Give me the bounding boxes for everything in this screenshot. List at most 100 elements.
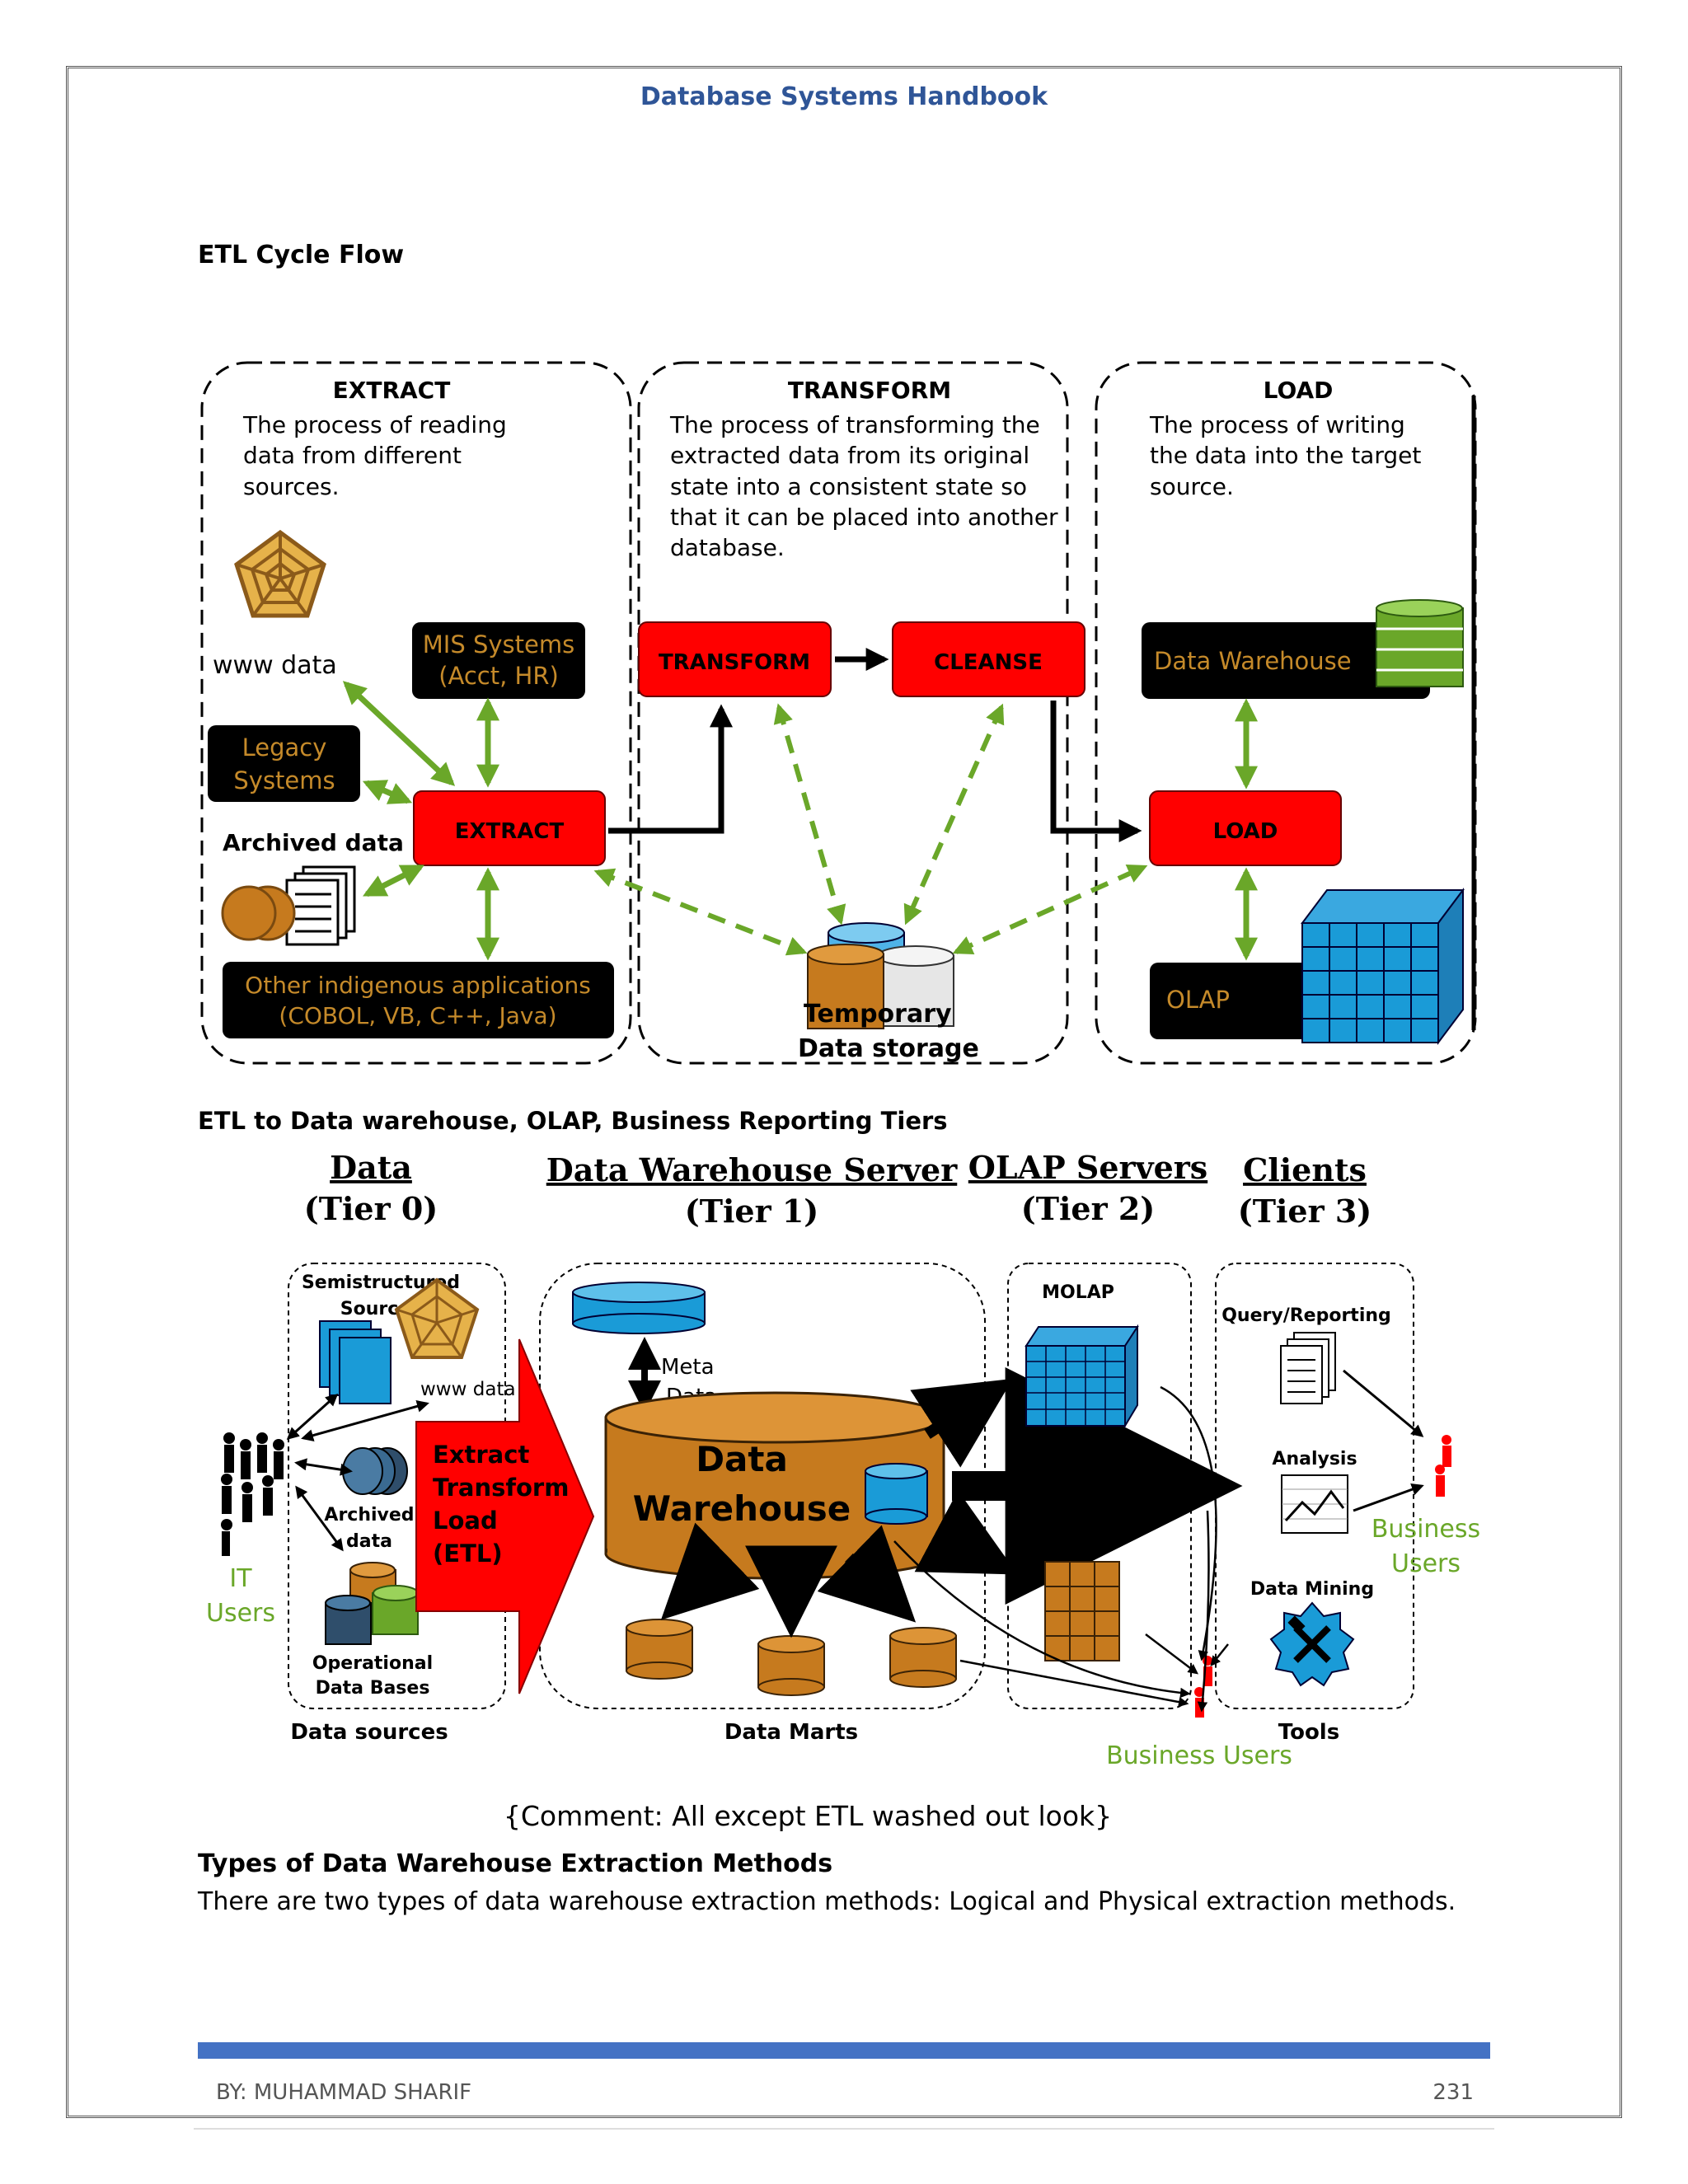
transform-desc-5: database. [670, 534, 785, 561]
business-users-right-icon [1435, 1435, 1451, 1497]
extract-box [413, 790, 606, 866]
tier3-subtitle: (Tier 3) [1238, 1193, 1372, 1230]
load-title: LOAD [1264, 377, 1334, 404]
footer-rule [194, 2128, 1494, 2130]
transform-title: TRANSFORM [788, 377, 951, 404]
etl-label-1: Extract [433, 1441, 529, 1469]
tools-label: Tools [1278, 1720, 1339, 1745]
tiers-diagram: Data (Tier 0) Data Warehouse Server (Tie… [206, 1149, 1480, 1770]
data-warehouse-cylinder [604, 1391, 945, 1580]
load-desc-3: source. [1150, 473, 1234, 500]
tier3-title: Clients [1243, 1151, 1367, 1188]
other-apps-label-1: Other indigenous applications [245, 972, 591, 999]
meta-data-label-1: Meta [661, 1355, 715, 1380]
documents-icon [319, 1320, 392, 1404]
dw-label-2: Warehouse [633, 1488, 851, 1529]
archived-tiers-label-2: data [346, 1531, 392, 1552]
tier2-title: OLAP Servers [968, 1149, 1207, 1186]
tier0-subtitle: (Tier 0) [304, 1190, 438, 1227]
transform-desc-4: that it can be placed into another [670, 504, 1058, 531]
analysis-label: Analysis [1272, 1449, 1357, 1469]
etl-label-2: Transform [433, 1474, 569, 1502]
spider-web-icon-tiers [394, 1277, 480, 1359]
data-sources-label: Data sources [290, 1720, 448, 1745]
it-users-people-icon [221, 1432, 284, 1556]
etl-arrow [415, 1338, 595, 1694]
page-number: 231 [1432, 2080, 1474, 2105]
tier1-subtitle: (Tier 1) [685, 1193, 819, 1230]
business-users-right-label-2: Users [1391, 1549, 1461, 1578]
archived-data-label: Archived data [223, 829, 404, 856]
footer-bar [198, 2042, 1490, 2059]
data-warehouse-box [1142, 622, 1430, 699]
cleanse-box-label: CLEANSE [934, 650, 1043, 675]
transform-box-label: TRANSFORM [659, 650, 810, 675]
molap-label: MOLAP [1042, 1282, 1114, 1303]
mis-systems-label-1: MIS Systems [423, 630, 574, 658]
legacy-systems-box [208, 725, 360, 802]
other-apps-box [223, 962, 614, 1038]
it-users-label-2: Users [206, 1599, 275, 1628]
load-desc-2: the data into the target [1150, 442, 1421, 469]
operational-db-icon [325, 1562, 419, 1645]
tier1-title: Data Warehouse Server [546, 1151, 958, 1188]
rolap-label: ROLAP [1046, 1534, 1114, 1554]
extract-box-label: EXTRACT [455, 819, 565, 844]
rolap-grid-icon [1044, 1561, 1120, 1661]
temp-storage-label-1: Temporary [804, 1000, 952, 1029]
archived-tiers-label-1: Archived [324, 1505, 414, 1526]
it-users-label-1: IT [229, 1564, 252, 1593]
page-header-title: Database Systems Handbook [640, 82, 1048, 111]
www-data-tiers-label: www data [420, 1379, 516, 1400]
archived-documents-icon [221, 865, 356, 946]
data-mining-tools-icon [1269, 1601, 1355, 1687]
extract-panel [200, 361, 632, 1065]
data-marts-icons [626, 1619, 957, 1696]
tiers-heading: ETL to Data warehouse, OLAP, Business Re… [198, 1107, 948, 1135]
cleanse-box [892, 621, 1085, 697]
data-marts-label: Data Marts [724, 1720, 858, 1745]
tier2-subtitle: (Tier 2) [1021, 1190, 1156, 1227]
temp-storage-label-2: Data storage [798, 1034, 979, 1063]
extract-desc-2: data from different [243, 442, 462, 469]
transform-desc-3: state into a consistent state so [670, 473, 1027, 500]
extract-title: EXTRACT [333, 377, 451, 404]
etl-label-3: Load [433, 1507, 498, 1535]
transform-desc-2: extracted data from its original [670, 442, 1029, 469]
report-pages-icon [1280, 1332, 1336, 1404]
olap-label: OLAP [1166, 986, 1230, 1014]
etl-label-4: (ETL) [433, 1540, 503, 1568]
etl-cycle-diagram: EXTRACT The process of reading data from… [200, 361, 1477, 1065]
legacy-systems-label-1: Legacy [242, 733, 327, 762]
business-users-bottom-label: Business Users [1106, 1741, 1292, 1770]
transform-panel [637, 361, 1069, 1065]
load-box [1149, 790, 1342, 866]
operational-label-2: Data Bases [316, 1678, 430, 1699]
load-desc-1: The process of writing [1149, 411, 1405, 438]
operational-label-1: Operational [312, 1653, 433, 1674]
tier0-title: Data [330, 1149, 412, 1186]
legacy-systems-label-2: Systems [233, 766, 335, 794]
extract-desc-3: sources. [243, 473, 339, 500]
database-stack-icon [1376, 599, 1464, 687]
dw-label-1: Data [696, 1439, 788, 1479]
archived-disks-icon [342, 1447, 408, 1495]
spider-web-icon [234, 529, 326, 618]
extraction-methods-heading: Types of Data Warehouse Extraction Metho… [198, 1849, 833, 1878]
query-reporting-label: Query/Reporting [1221, 1305, 1391, 1326]
business-users-right-label-1: Business [1372, 1515, 1480, 1544]
data-mining-label: Data Mining [1250, 1579, 1374, 1600]
www-data-label: www data [213, 651, 337, 680]
olap-cube-icon [1301, 888, 1465, 1045]
other-apps-label-2: (COBOL, VB, C++, Java) [279, 1002, 556, 1029]
comment-text: {Comment: All except ETL washed out look… [503, 1800, 1113, 1832]
load-box-label: LOAD [1213, 819, 1278, 844]
mis-systems-label-2: (Acct, HR) [438, 662, 559, 690]
meta-data-disk-icon [572, 1282, 706, 1334]
transform-box [638, 621, 832, 697]
molap-cube-icon [1025, 1324, 1139, 1429]
extract-desc-1: The process of reading [242, 411, 507, 438]
footer-author: BY: MUHAMMAD SHARIF [216, 2080, 472, 2105]
transform-desc-1: The process of transforming the [669, 411, 1040, 438]
temporary-storage-icon [807, 922, 954, 1029]
